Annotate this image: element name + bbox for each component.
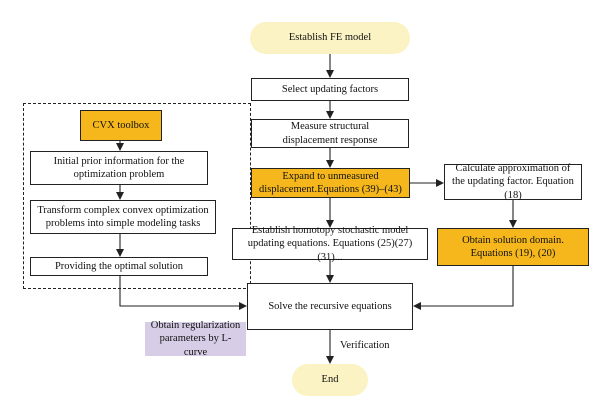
note-regularization: Obtain regularization parameters by L-cu… [145,320,246,358]
node-solve-recursive-label: Solve the recursive equations [268,300,392,312]
arrow-domain-to-solve [413,266,514,310]
node-select-updating-factors: Select updating factors [251,78,409,101]
node-measure-displacement-label: Measure structural displacement response [282,121,378,146]
node-establish-fe-model-label: Establish FE model [288,32,372,44]
edge-label-verification: Verification [340,340,390,351]
node-measure-displacement: Measure structural displacement response [251,119,409,148]
node-end-label: End [321,374,339,386]
node-cvx-toolbox-label: CVX toolbox [92,119,150,131]
node-calculate-approximation: Calculate approximation of the updating … [444,163,582,201]
node-calculate-approximation-label: Calculate approximation of the updating … [452,163,574,201]
node-initial-prior: Initial prior information for the optimi… [30,151,208,185]
node-expand-unmeasured-label: Expand to unmeasured displacement.Equati… [259,170,402,195]
node-obtain-solution-domain: Obtain solution domain. Equations (19), … [437,228,589,266]
node-obtain-solution-domain-label: Obtain solution domain. Equations (19), … [462,234,564,259]
node-end: End [292,364,368,396]
node-establish-fe-model: Establish FE model [250,22,410,54]
node-optimal-solution: Providing the optimal solution [30,257,208,276]
node-establish-homotopy: Establish homotopy stochastic model upda… [232,225,428,263]
node-optimal-solution-label: Providing the optimal solution [54,260,184,272]
node-cvx-toolbox: CVX toolbox [80,110,162,141]
node-transform-problems-label: Transform complex convex optimization pr… [37,204,209,229]
node-transform-problems: Transform complex convex optimization pr… [30,200,216,234]
node-establish-homotopy-label: Establish homotopy stochastic model upda… [247,225,413,263]
cvx-group-frame [23,103,251,289]
node-select-updating-factors-label: Select updating factors [281,83,379,95]
node-initial-prior-label: Initial prior information for the optimi… [53,155,185,180]
arrow-cvx-to-solve [119,276,247,310]
node-solve-recursive: Solve the recursive equations [247,283,413,330]
note-regularization-label: Obtain regularization parameters by L-cu… [150,320,241,358]
node-expand-unmeasured: Expand to unmeasured displacement.Equati… [251,168,410,198]
